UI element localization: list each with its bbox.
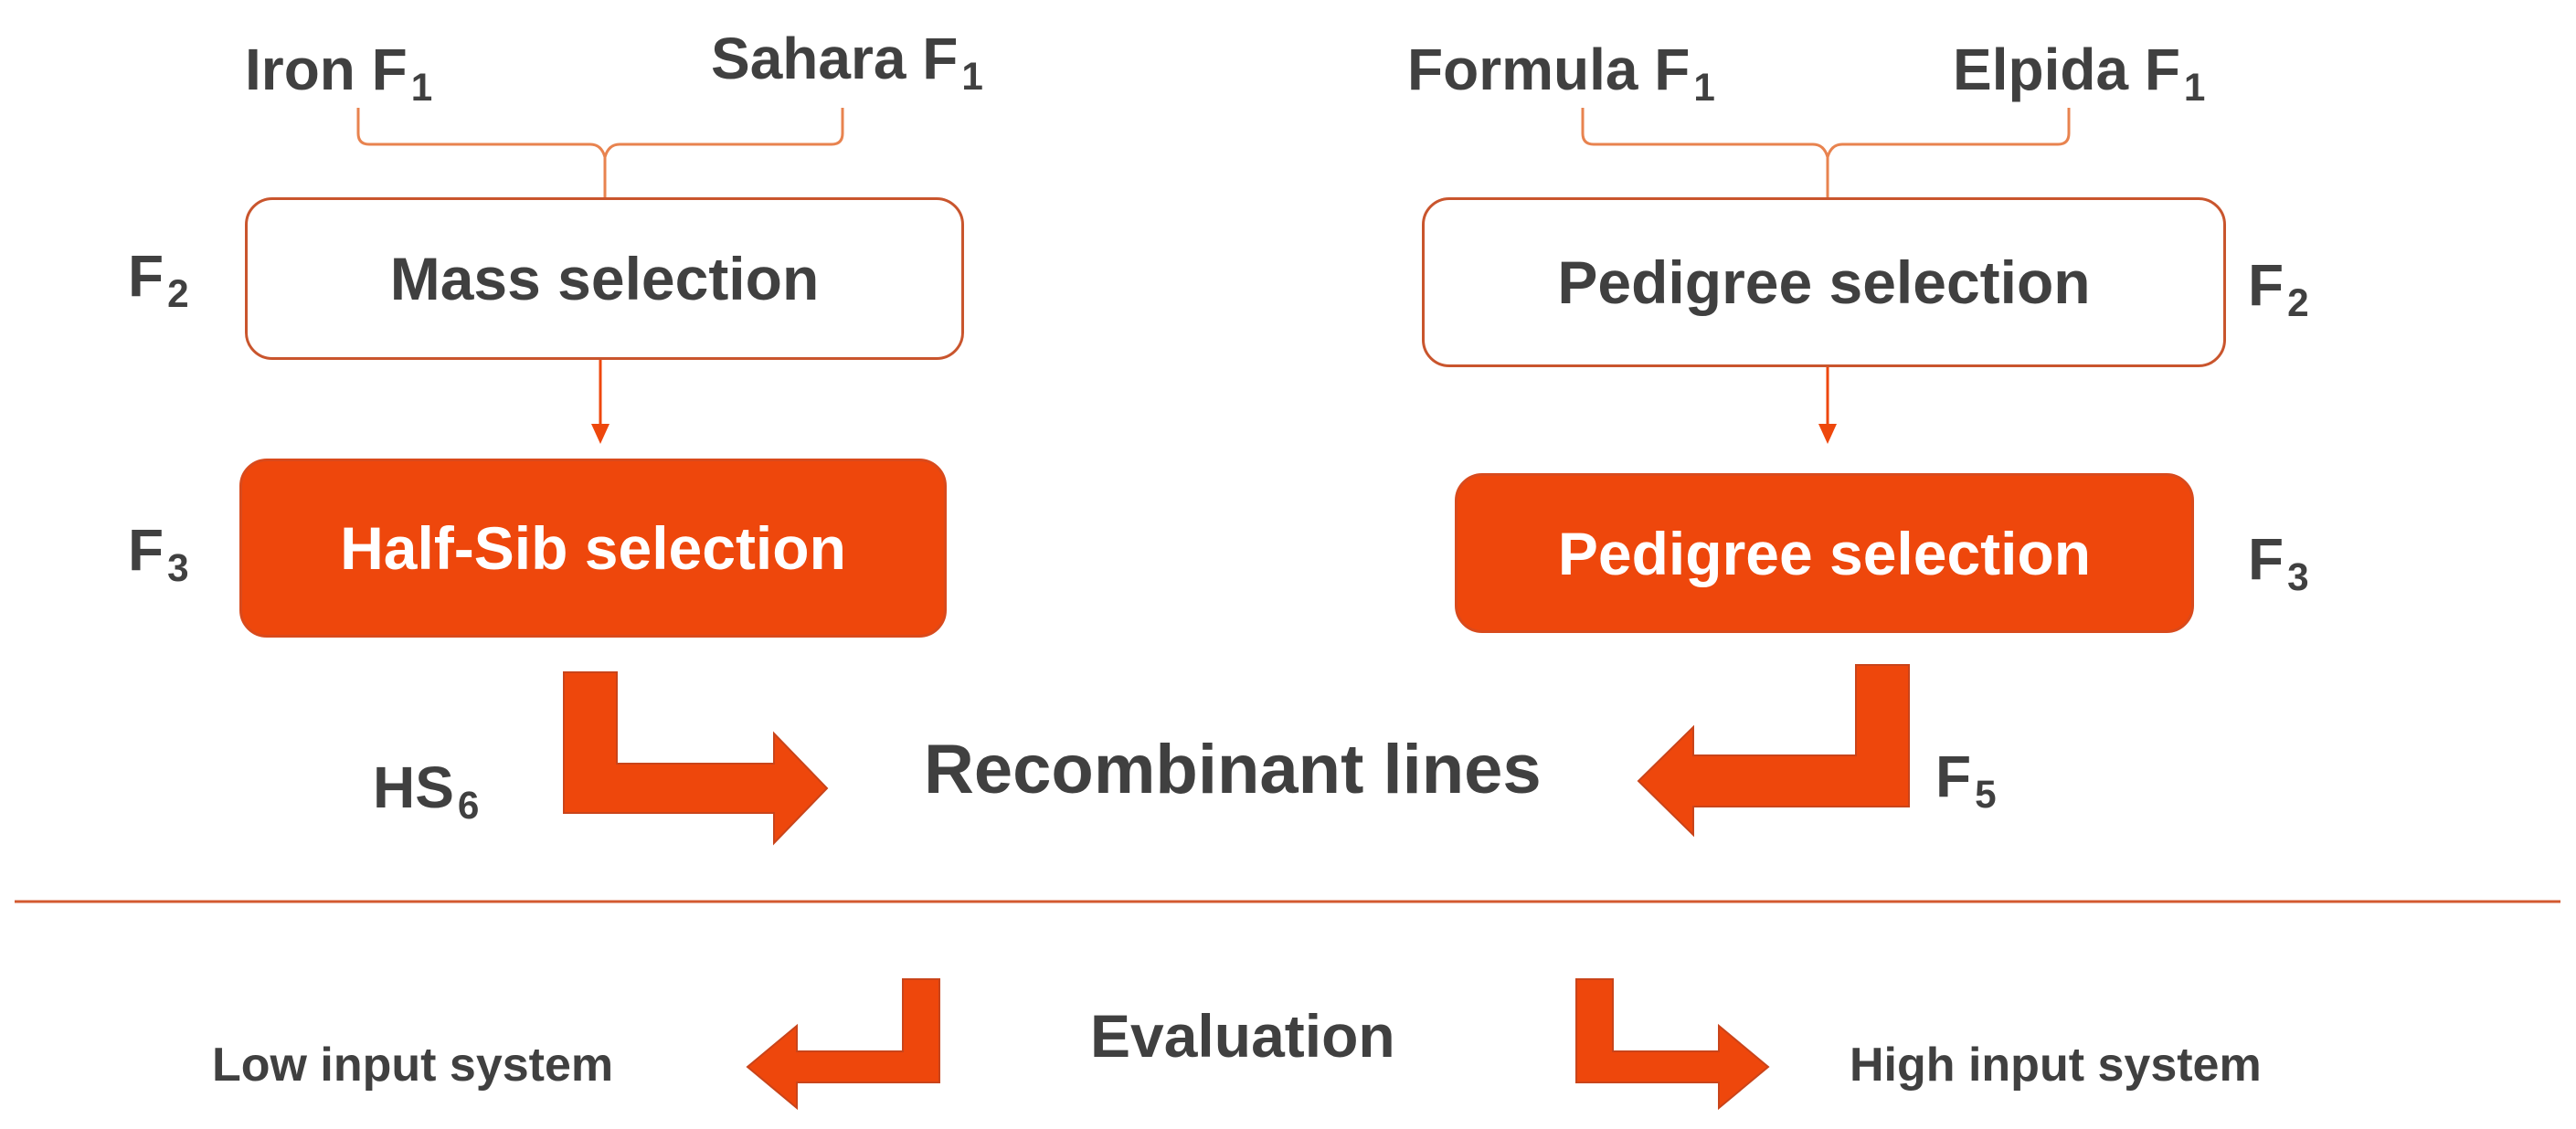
low-input-system-label: Low input system [212, 1039, 614, 1092]
left-down-arrow [591, 360, 610, 444]
f5-label: F5 [1935, 744, 1997, 816]
right-f2-label: F2 [2248, 252, 2309, 324]
left-parent-b-label: Sahara F1 [711, 26, 983, 98]
right-parent-a-label: Formula F1 [1407, 37, 1715, 109]
left-parent-a-label: Iron F1 [245, 37, 433, 109]
pedigree-selection-f3-box: Pedigree selection [1455, 473, 2194, 633]
right-parents-brace [1581, 108, 2071, 163]
left-f2-label: F2 [128, 243, 189, 315]
evaluation-label: Evaluation [1090, 1002, 1395, 1070]
left-parents-brace [356, 108, 844, 163]
hs6-label: HS6 [373, 754, 480, 827]
high-input-arrow [1575, 978, 1770, 1111]
high-input-system-label: High input system [1850, 1039, 2262, 1092]
right-bent-arrow [1637, 664, 1910, 838]
left-bent-arrow [563, 671, 829, 846]
right-parent-b-label: Elpida F1 [1953, 37, 2206, 109]
half-sib-selection-box: Half-Sib selection [239, 459, 947, 638]
right-down-arrow [1818, 360, 1837, 444]
low-input-arrow [746, 978, 940, 1111]
recombinant-lines-label: Recombinant lines [924, 731, 1542, 808]
right-f3-label: F3 [2248, 526, 2309, 598]
pedigree-selection-f2-box: Pedigree selection [1422, 197, 2226, 367]
left-f3-label: F3 [128, 517, 189, 589]
mass-selection-box: Mass selection [245, 197, 964, 360]
